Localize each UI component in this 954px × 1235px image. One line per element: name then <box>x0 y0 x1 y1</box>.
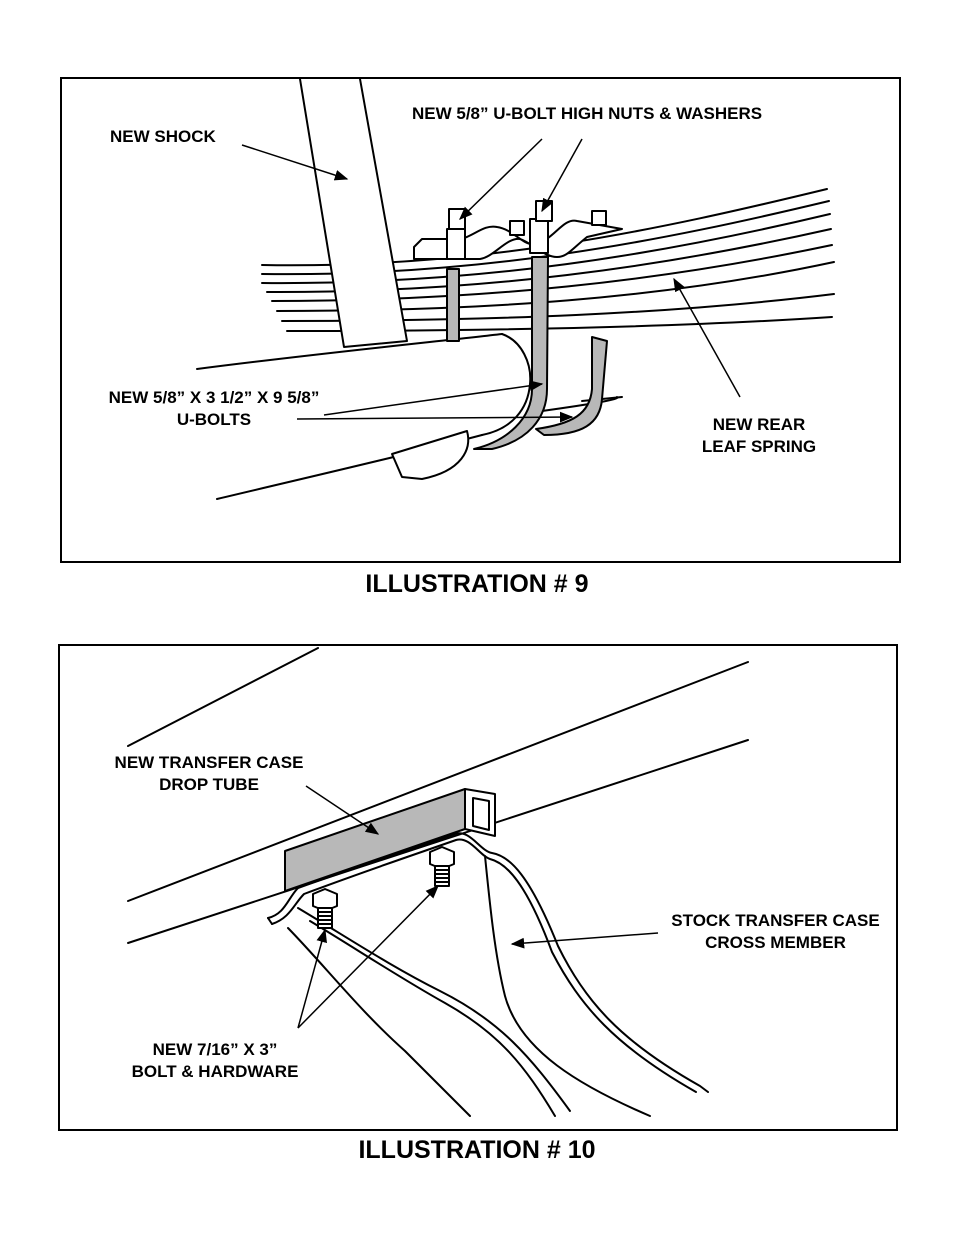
label-ubolts: NEW 5/8” X 3 1/2” X 9 5/8” U-BOLTS <box>108 388 320 429</box>
illustration-10-frame: NEW TRANSFER CASE DROP TUBE STOCK TRANSF… <box>58 644 898 1131</box>
illustration-9-drawing <box>196 79 835 500</box>
label-new-transfer-case-drop-tube: NEW TRANSFER CASE DROP TUBE <box>114 753 304 794</box>
spring-seat <box>391 430 470 480</box>
drop-tube <box>284 788 496 892</box>
label-ubolt-high-nuts: NEW 5/8” U-BOLT HIGH NUTS & WASHERS <box>412 104 763 123</box>
label-new-bolt-hardware: NEW 7/16” X 3” BOLT & HARDWARE <box>131 1040 299 1081</box>
cross-member <box>267 832 709 1117</box>
illustration-10-caption: ILLUSTRATION # 10 <box>358 1136 596 1164</box>
label-new-rear-leaf-spring: NEW REAR LEAF SPRING <box>701 415 817 456</box>
shock <box>299 79 408 348</box>
ubolts <box>446 256 608 450</box>
bolts <box>312 846 455 929</box>
illustration-9-caption: ILLUSTRATION # 9 <box>365 570 589 598</box>
illustration-10-drawing <box>127 647 749 1117</box>
label-stock-transfer-case-cross-member: STOCK TRANSFER CASE CROSS MEMBER <box>671 911 880 952</box>
frame-rail <box>127 647 749 944</box>
leader-lines-10 <box>297 785 659 1029</box>
illustration-9-frame: NEW SHOCK NEW 5/8” U-BOLT HIGH NUTS & WA… <box>60 77 901 563</box>
leader-lines <box>241 138 741 423</box>
label-new-shock: NEW SHOCK <box>110 127 216 146</box>
